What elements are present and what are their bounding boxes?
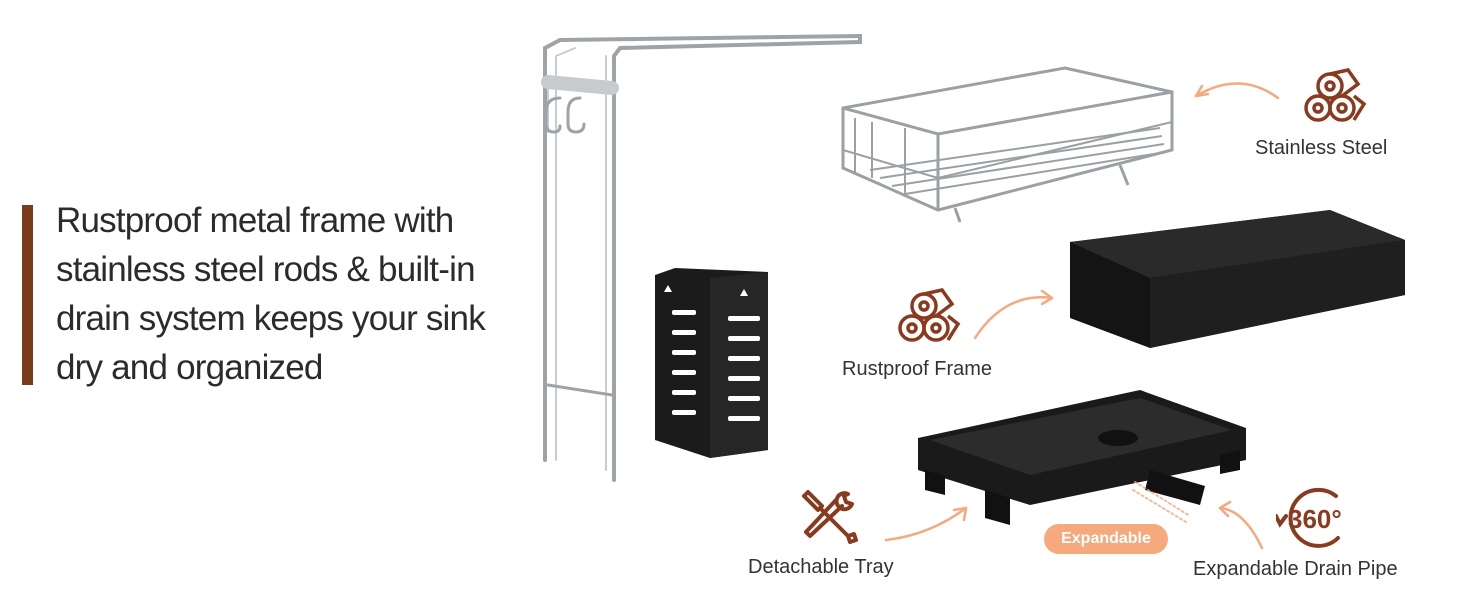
- label-stainless-steel: Stainless Steel: [1255, 137, 1388, 159]
- rotation-badge-text: 360°: [1288, 504, 1342, 534]
- headline-text: Rustproof metal frame with stainless ste…: [56, 201, 486, 387]
- rotate-360-icon: 360°: [1276, 487, 1342, 548]
- callout-arrows: [884, 82, 1280, 550]
- steel-logs-icon: [1304, 68, 1367, 122]
- black-tray: [1070, 210, 1405, 348]
- label-expandable-drain-pipe: Expandable Drain Pipe: [1193, 558, 1398, 580]
- frame-logs-icon: [898, 288, 961, 342]
- expandable-badge: Expandable: [1044, 524, 1168, 554]
- drain-tray: [918, 390, 1246, 525]
- label-detachable-tray: Detachable Tray: [748, 556, 894, 578]
- headline-accent-bar: [22, 205, 33, 385]
- tools-icon: [802, 490, 858, 544]
- metal-frame: [541, 33, 862, 482]
- wire-basket: [841, 66, 1174, 223]
- label-rustproof-frame: Rustproof Frame: [842, 358, 993, 380]
- utensil-holder: [655, 268, 768, 458]
